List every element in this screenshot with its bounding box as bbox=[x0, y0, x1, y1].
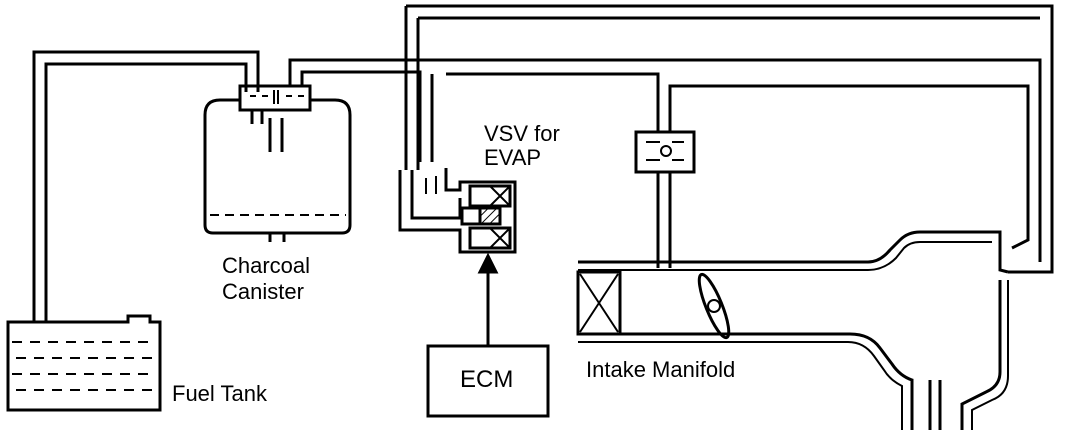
canister-label-line2: Canister bbox=[222, 279, 304, 304]
charcoal-canister bbox=[203, 84, 352, 242]
ecm-box bbox=[426, 252, 550, 418]
canister-label-line1: Charcoal bbox=[222, 253, 311, 278]
fuel-tank-label: Fuel Tank bbox=[172, 381, 267, 406]
vsv-evap bbox=[398, 168, 517, 254]
tank-vent-line bbox=[32, 50, 260, 322]
intake-manifold bbox=[576, 230, 1009, 430]
vsv-label-line2: EVAP bbox=[484, 145, 542, 170]
purge-line-loop bbox=[404, 4, 1054, 274]
vacuum-valve bbox=[634, 130, 696, 268]
ecm-label: ECM bbox=[460, 366, 514, 393]
intake-manifold-label: Intake Manifold bbox=[586, 357, 736, 382]
fuel-tank bbox=[6, 314, 162, 412]
purge-line-inner bbox=[430, 72, 1030, 250]
purge-line-top bbox=[288, 58, 1042, 262]
vsv-label-line1: VSV for bbox=[484, 121, 560, 146]
